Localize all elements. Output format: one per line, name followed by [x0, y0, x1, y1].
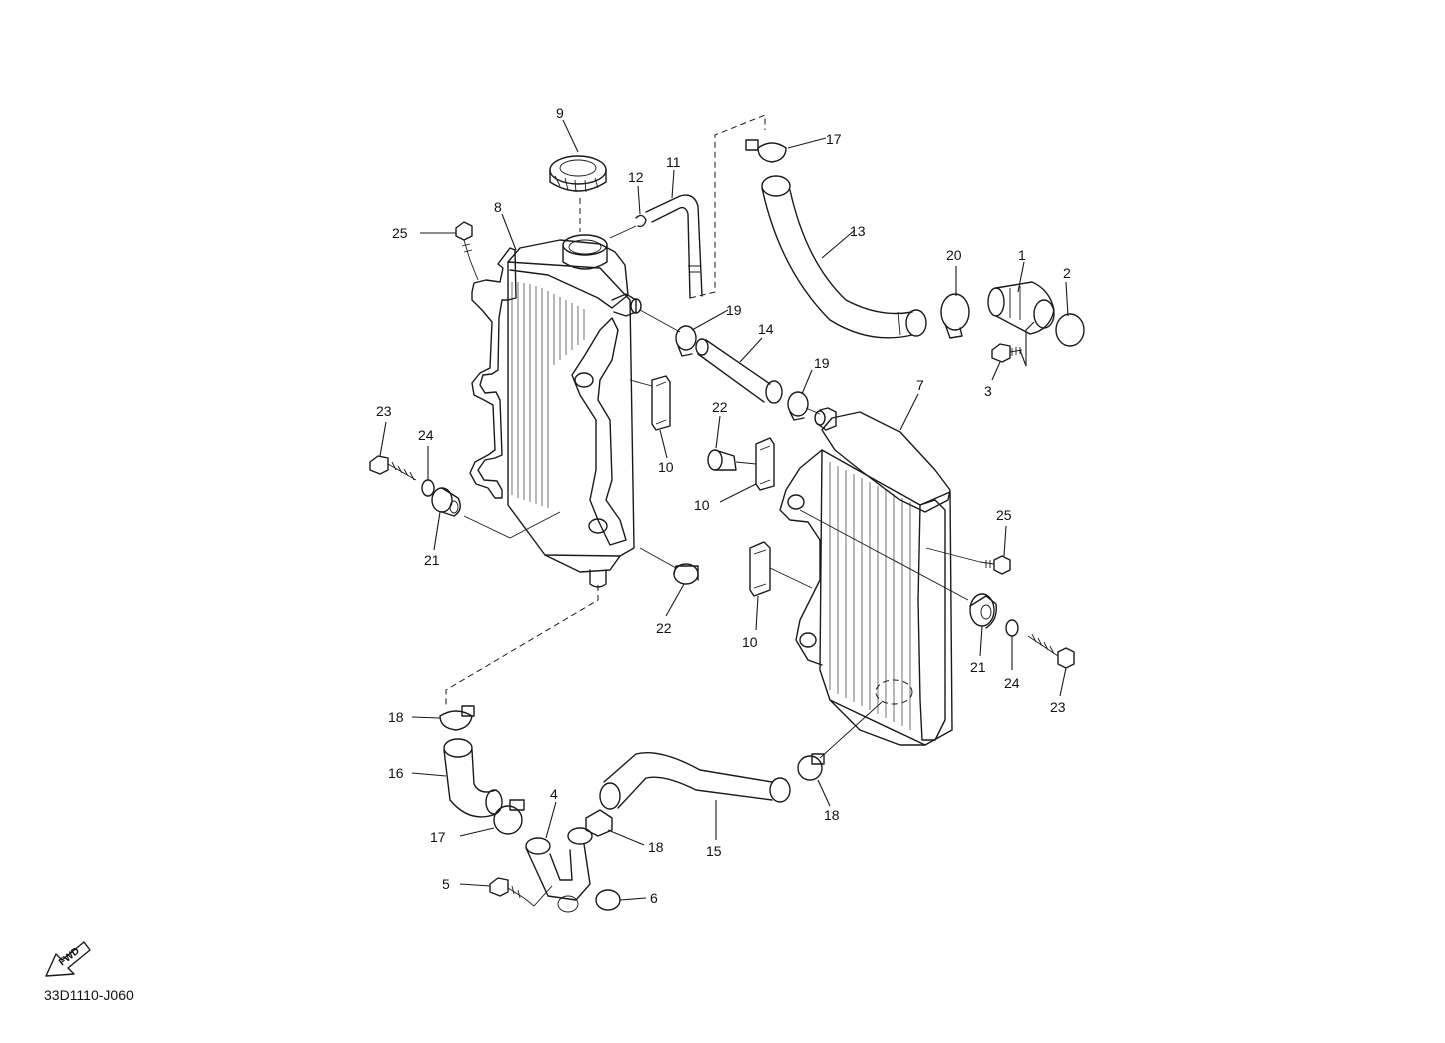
hose-clamp-19-right: [787, 391, 809, 421]
upper-radiator-hose: [761, 175, 927, 339]
radiator-cap: [549, 155, 607, 193]
callout-1: 1: [1018, 247, 1026, 263]
callout-11: 11: [666, 154, 681, 170]
callout-15: 15: [706, 843, 722, 859]
callout-21b: 21: [970, 659, 986, 675]
callout-18c: 18: [824, 807, 840, 823]
grommet-21-left: [431, 487, 461, 517]
callout-16: 16: [388, 765, 404, 781]
callout-4: 4: [550, 786, 558, 802]
hose-clamp-17-lower: [493, 799, 525, 835]
lower-hose-15: [599, 752, 791, 810]
o-ring-6: [595, 889, 621, 911]
lower-hose-16: [443, 738, 503, 818]
leader-lines: [379, 119, 1069, 901]
callout-19b: 19: [814, 355, 830, 371]
bolt-5: [489, 877, 525, 899]
callout-20: 20: [946, 247, 962, 263]
collar-22-right: [707, 449, 737, 471]
collar-22-left: [673, 563, 699, 585]
callout-17b: 17: [430, 829, 446, 845]
water-pipe-4: [525, 827, 593, 913]
callout-25a: 25: [392, 225, 408, 241]
rubber-damper-10c: [749, 541, 771, 597]
washer-24-right: [1005, 619, 1019, 637]
callout-13: 13: [850, 223, 866, 239]
svg-text:FWD: FWD: [57, 946, 82, 969]
callout-25b: 25: [996, 507, 1012, 523]
callout-23a: 23: [376, 403, 392, 419]
callout-7: 7: [916, 377, 924, 393]
callout-18b: 18: [648, 839, 664, 855]
callout-22b: 22: [656, 620, 672, 636]
rubber-damper-10b: [755, 437, 775, 491]
left-radiator: [469, 234, 642, 588]
bolt-3: [991, 343, 1023, 363]
right-radiator: [779, 407, 953, 746]
right-radiator-fins: [829, 462, 911, 730]
grommet-21-right: [969, 593, 997, 629]
o-ring-2: [1055, 313, 1085, 347]
bolt-23-right: [1027, 633, 1075, 669]
callout-24a: 24: [418, 427, 434, 443]
callout-22a: 22: [712, 399, 728, 415]
callout-labels: 1 2 3 4 5 6 7 8 9 10 10 10 11 12 13 14 1…: [376, 105, 1071, 906]
washer-24-left: [421, 479, 435, 497]
hose-clip: [635, 214, 647, 228]
bolt-25-left: [455, 221, 473, 261]
left-radiator-fins: [511, 282, 585, 508]
callout-9: 9: [556, 105, 564, 121]
callout-18a: 18: [388, 709, 404, 725]
callout-21a: 21: [424, 552, 440, 568]
callout-2: 2: [1063, 265, 1071, 281]
drawing-code: 33D1110-J060: [44, 987, 134, 1003]
callout-23b: 23: [1050, 699, 1066, 715]
hose-clamp-upper: [745, 139, 787, 163]
callout-10b: 10: [694, 497, 710, 513]
callout-8: 8: [494, 199, 502, 215]
callout-3: 3: [984, 383, 992, 399]
hose-clamp-18-right: [797, 753, 825, 781]
hose-clamp-19-left: [675, 325, 697, 357]
bolt-23-left: [369, 455, 417, 481]
callout-14: 14: [758, 321, 774, 337]
callout-19a: 19: [726, 302, 742, 318]
hose-clamp-18-middle: [585, 809, 613, 837]
callout-17a: 17: [826, 131, 842, 147]
hose-clamp-18-left: [439, 705, 475, 731]
callout-24b: 24: [1004, 675, 1020, 691]
hose-clamp-20: [940, 293, 970, 339]
overflow-hose: [645, 194, 703, 299]
bolt-25-right: [979, 555, 1011, 575]
callout-5: 5: [442, 876, 450, 892]
callout-6: 6: [650, 890, 658, 906]
water-pipe-joint: [987, 281, 1055, 335]
callout-10a: 10: [658, 459, 674, 475]
fwd-arrow-icon: FWD: [45, 941, 91, 977]
callout-10c: 10: [742, 634, 758, 650]
radiator-connecting-pipe: [695, 338, 783, 404]
rubber-damper-10a: [651, 375, 671, 431]
callout-12: 12: [628, 169, 644, 185]
